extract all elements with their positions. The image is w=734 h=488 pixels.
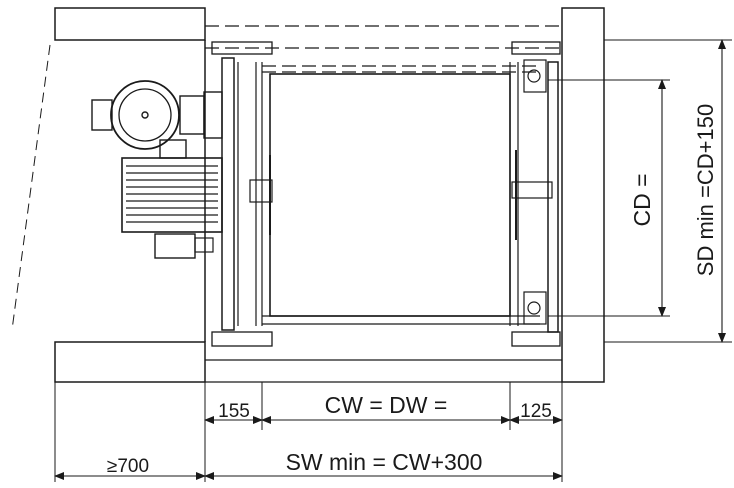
landing-outline-top: [205, 25, 562, 73]
dimension-shaft-depth: SD min =CD+150: [604, 39, 732, 343]
traction-machine: [91, 80, 223, 259]
shaft-walls: [54, 7, 605, 383]
car-frame-right: [509, 59, 559, 333]
door-threshold-bottom: [205, 331, 562, 383]
dimension-car-depth: CD =: [548, 79, 670, 317]
shaft-depth-min-label: SD min =CD+150: [693, 104, 718, 276]
machine-area: [11, 40, 206, 342]
car-door-width-label: CW = DW =: [325, 392, 448, 418]
dimension-row-2: ≥700 SW min = CW+300: [54, 449, 563, 480]
wall-bottom-left: [54, 341, 206, 383]
car-cabin: [262, 73, 540, 325]
dimension-row-1: 155 CW = DW = 125: [204, 392, 563, 424]
car-depth-label: CD =: [629, 173, 655, 226]
wall-right: [561, 7, 605, 383]
right-clearance-label: 125: [520, 401, 552, 422]
car-frame-left: [221, 57, 273, 331]
wall-top-left: [54, 7, 206, 41]
shaft-width-min-label: SW min = CW+300: [286, 449, 483, 475]
left-clearance-label: 155: [218, 401, 250, 422]
machine-side-min-label: ≥700: [107, 456, 149, 477]
